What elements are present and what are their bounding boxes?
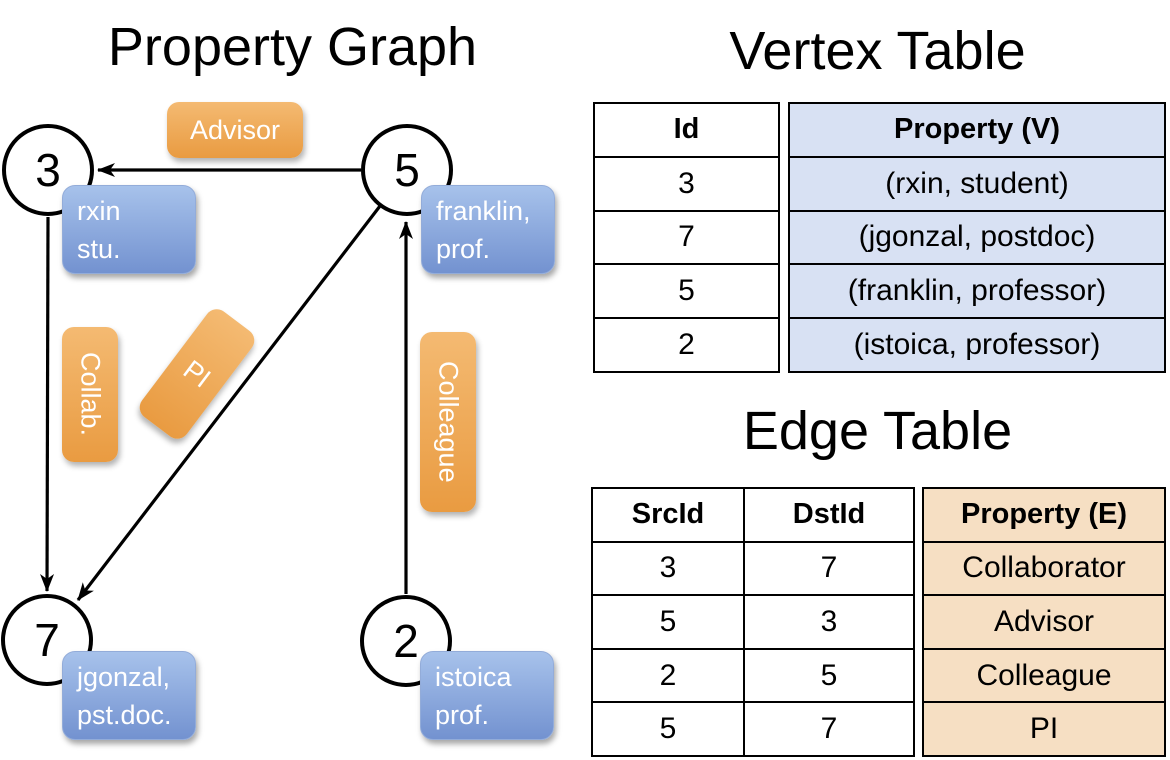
vertex-property-box-rxin: rxin stu. (62, 185, 196, 274)
edge-label-advisor: Advisor (167, 102, 303, 158)
edge-table-cell-srcid: 5 (593, 703, 745, 755)
edge-table-cell-srcid: 2 (593, 649, 745, 702)
edge-table-cell-dstid: 5 (820, 658, 838, 692)
edge-table-header-row: SrcId DstId (593, 489, 913, 541)
vertex-property-line: stu. (77, 234, 121, 264)
edge-table-cell-property: Colleague (924, 647, 1164, 702)
edge-table-cell-property: Collaborator (924, 540, 1164, 595)
vertex-id-label: 5 (394, 144, 420, 196)
vertex-property-line: rxin (77, 196, 121, 226)
vertex-table-cell-id: 5 (595, 263, 778, 317)
vertex-table-header-property: Property (V) (790, 104, 1164, 156)
vertex-table-cell-property: (istoica, professor) (790, 317, 1164, 371)
vertex-table-cell-id: 2 (595, 317, 778, 371)
edge-label-text: Collab. (75, 352, 106, 437)
edge-table-cell-srcid: 3 (593, 542, 745, 595)
edge-table-cell-property: PI (924, 701, 1164, 755)
vertex-property-line: franklin, (436, 196, 531, 226)
vertex-property-line: prof. (435, 700, 490, 730)
graph-edges-canvas (40, 163, 413, 601)
vertex-table-cell-property: (franklin, professor) (790, 263, 1164, 318)
edge-table-cell-dstid: 7 (820, 551, 838, 585)
edge-table-header-dstid: DstId (792, 498, 866, 531)
edge-table-property-column: Property (E) Collaborator Advisor Collea… (922, 487, 1166, 757)
property-graph-title: Property Graph (107, 17, 478, 77)
edge-table-row: 5 7 (593, 701, 913, 755)
vertex-id-label: 3 (35, 144, 61, 196)
edge-5-to-7-pi (76, 205, 382, 601)
vertex-property-line: jgonzal, (77, 662, 171, 692)
vertex-property-line: prof. (436, 234, 491, 264)
vertex-table-header-id: Id (673, 113, 700, 146)
vertex-table-cell-id: 3 (595, 155, 778, 210)
vertex-table-cell-property: (jgonzal, postdoc) (790, 209, 1164, 264)
edge-table-cell-dstid: 3 (820, 604, 838, 638)
edge-table-cell-dstid: 7 (820, 712, 838, 746)
edge-table-row: 2 5 (593, 647, 913, 702)
vertex-table-cell-property: (rxin, student) (790, 155, 1164, 210)
edge-table-row: 5 3 (593, 594, 913, 648)
vertex-id-label: 7 (34, 614, 60, 666)
vertex-property-box-jgonzal: jgonzal, pst.doc. (62, 651, 196, 740)
vertex-table-cell-id: 7 (595, 209, 778, 264)
vertex-table-property-column: Property (V) (rxin, student) (jgonzal, p… (788, 102, 1166, 373)
edge-table-header-srcid: SrcId (593, 489, 745, 541)
vertex-circle-5: 5 (361, 124, 453, 216)
edge-table-id-columns: SrcId DstId 3 7 5 3 2 5 5 7 (591, 487, 915, 757)
edge-table-cell-srcid: 5 (593, 596, 745, 648)
edge-table-header-property: Property (E) (924, 489, 1164, 541)
edge-label-text: Colleague (433, 361, 464, 483)
edge-label-colleague: Colleague (420, 332, 476, 512)
edge-3-to-7-collaborator (40, 216, 55, 592)
vertex-property-line: pst.doc. (77, 700, 172, 730)
vertex-circle-2: 2 (360, 595, 452, 687)
vertex-table-id-column: Id 3 7 5 2 (593, 102, 780, 373)
edge-label-text: Advisor (189, 114, 281, 145)
vertex-property-line: istoica (435, 662, 512, 692)
edge-table-row: 3 7 (593, 540, 913, 595)
edge-label-collab: Collab. (62, 327, 118, 462)
edge-label-text: PI (178, 353, 217, 394)
edge-table-title: Edge Table (742, 401, 1013, 461)
vertex-property-box-istoica: istoica prof. (420, 651, 554, 740)
vertex-table-title: Vertex Table (729, 21, 1026, 81)
vertex-property-box-franklin: franklin, prof. (421, 185, 555, 274)
vertex-id-label: 2 (393, 615, 419, 667)
edge-table-cell-property: Advisor (924, 594, 1164, 648)
